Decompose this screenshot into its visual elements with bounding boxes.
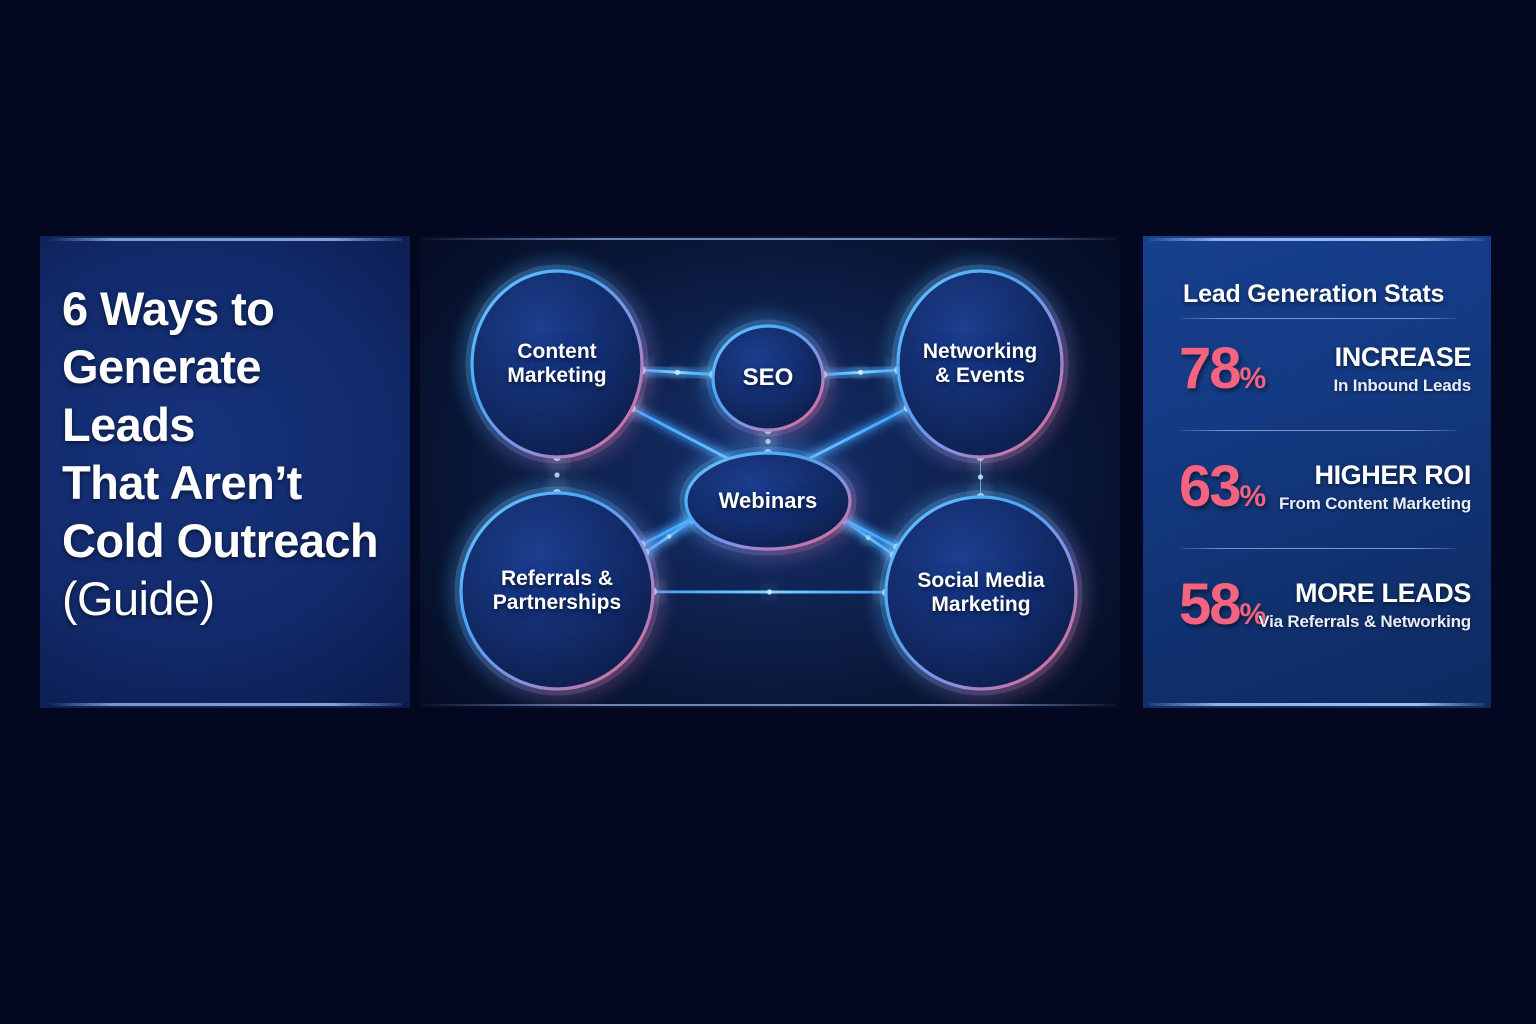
node-ring-glow (454, 486, 660, 696)
node-ring-glow (879, 490, 1083, 696)
node-ring-glow (679, 446, 857, 556)
stats-panel-title: Lead Generation Stats (1183, 280, 1445, 308)
title-panel-bottom-rule (48, 703, 402, 706)
network-panel-bottom-rule (424, 704, 1116, 706)
stat-percent-sign: % (1239, 480, 1267, 513)
node-body (461, 493, 653, 689)
title-line-1: 6 Ways to (62, 282, 275, 335)
stat-row: 58% MORE LEADS Via Referrals & Networking (1179, 576, 1471, 658)
node-ring (896, 269, 1064, 459)
node-body (713, 326, 823, 430)
title-line-5: (Guide) (62, 572, 215, 625)
stat-number: 63 (1179, 454, 1241, 519)
title-line-4: Cold Outreach (62, 514, 379, 567)
stat-value: 78% (1179, 340, 1267, 408)
stats-divider (1181, 548, 1457, 549)
network-panel-top-rule (424, 238, 1116, 240)
node-webinars[interactable] (679, 446, 857, 556)
edge-node-spark (977, 474, 984, 480)
node-social-media-marketing[interactable] (879, 490, 1083, 696)
node-body (886, 497, 1076, 689)
node-ring (684, 451, 852, 551)
stats-panel-bottom-rule (1149, 703, 1485, 706)
node-seo[interactable] (706, 319, 830, 437)
node-layer (454, 264, 1083, 696)
stat-number: 78 (1179, 336, 1241, 401)
node-ring (459, 491, 655, 691)
edge-node-spark (765, 438, 771, 445)
stat-number: 58 (1179, 572, 1241, 637)
page-title: 6 Ways to Generate Leads That Aren’t Col… (62, 280, 392, 628)
node-referrals-partnerships[interactable] (454, 486, 660, 696)
stat-headline: INCREASE (1334, 342, 1472, 372)
node-ring (884, 495, 1078, 691)
stats-panel-top-rule (1149, 238, 1485, 241)
title-panel-top-rule (48, 238, 402, 241)
node-body (686, 453, 850, 549)
node-body (898, 271, 1062, 457)
node-ring-glow (891, 264, 1069, 464)
edge-node-spark (554, 472, 560, 478)
stat-caption: Via Referrals & Networking (1258, 612, 1471, 631)
title-line-2: Generate Leads (62, 340, 262, 451)
stat-caption: In Inbound Leads (1333, 376, 1471, 395)
title-line-3: That Aren’t (62, 456, 302, 509)
node-ring (711, 324, 825, 432)
node-content-marketing[interactable] (465, 264, 649, 464)
node-ring-glow (706, 319, 830, 437)
stats-panel: Lead Generation Stats 78% INCREASE In Inbo… (1143, 236, 1491, 708)
node-networking-events[interactable] (891, 264, 1069, 464)
title-panel: 6 Ways to Generate Leads That Aren’t Col… (40, 236, 410, 708)
network-graph (454, 264, 1083, 696)
stat-caption: From Content Marketing (1278, 494, 1471, 513)
node-ring-glow (465, 264, 649, 464)
node-ring (470, 269, 644, 459)
stat-percent-sign: % (1239, 362, 1267, 395)
stat-value: 63% (1179, 458, 1267, 526)
edge-node-spark (674, 369, 681, 375)
stat-value: 58% (1179, 576, 1267, 644)
node-body (472, 271, 642, 457)
stat-row: 78% INCREASE In Inbound Leads (1179, 340, 1471, 422)
edge-node-spark (766, 589, 773, 595)
stat-percent-sign: % (1239, 598, 1267, 631)
stats-divider (1181, 430, 1457, 431)
stat-headline: MORE LEADS (1294, 578, 1471, 608)
edge-node-spark (857, 369, 864, 375)
stat-headline: HIGHER ROI (1314, 460, 1471, 490)
stat-row: 63% HIGHER ROI From Content Marketing (1179, 458, 1471, 540)
stats-divider (1181, 318, 1457, 319)
